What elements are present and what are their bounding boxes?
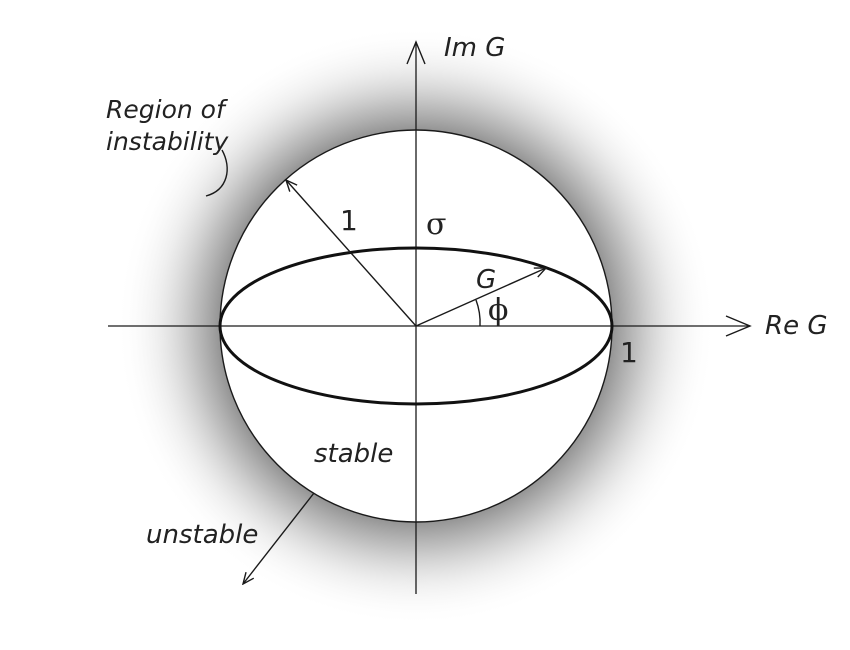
amplification-ellipse — [218, 246, 614, 406]
imaginary-axis-label: Im G — [444, 33, 505, 63]
stable-label: stable — [314, 439, 393, 469]
phi-label: ϕ — [488, 293, 508, 328]
sigma-label: σ — [426, 207, 446, 242]
region-pointer-curve — [205, 149, 228, 197]
unstable-arrow — [243, 492, 315, 584]
radius-label: 1 — [340, 204, 358, 237]
g-vector — [415, 268, 546, 327]
real-unit-label: 1 — [620, 336, 638, 369]
g-vector-label: G — [476, 265, 496, 295]
real-axis-label: Re G — [765, 311, 827, 341]
phi-angle-arc — [475, 299, 481, 327]
imaginary-axis-arrowhead — [406, 40, 426, 65]
radius-vector — [286, 180, 417, 327]
unstable-label: unstable — [146, 520, 258, 550]
real-axis-arrowhead — [725, 315, 752, 337]
region-label-line2: instability — [106, 127, 229, 156]
region-label-line1: Region of — [106, 95, 228, 124]
